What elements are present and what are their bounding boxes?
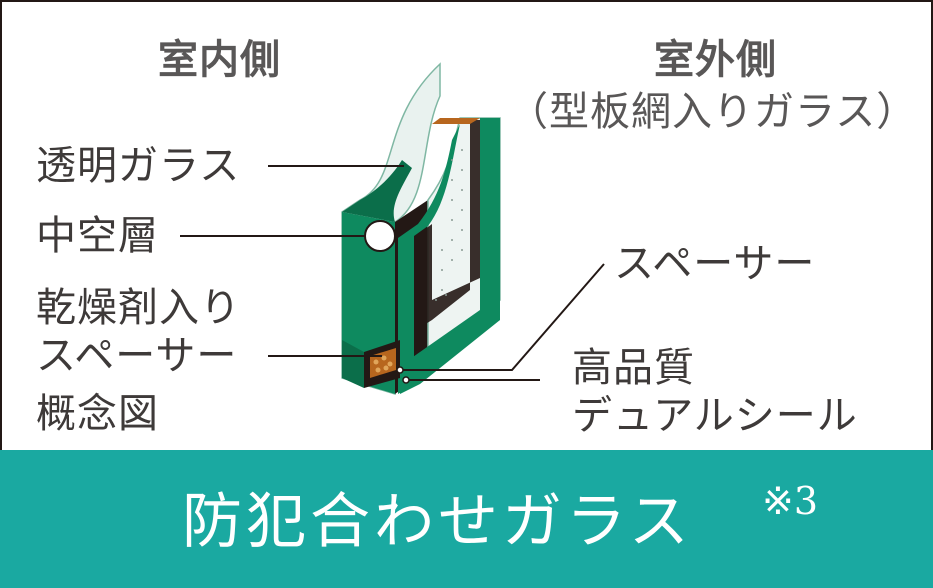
label-desiccant-line1: 乾燥剤入り (36, 285, 241, 331)
label-concept: 概念図 (36, 391, 159, 437)
label-seal-line1: 高品質 (572, 345, 695, 391)
title-banner (0, 450, 933, 588)
label-seal-line2: デュアルシール (572, 393, 858, 439)
frame-border (0, 0, 933, 450)
outer-glass-edge-left (398, 124, 460, 394)
banner-title: 防犯合わせガラス (182, 487, 693, 557)
clear-glass-bottom-edge (342, 340, 364, 388)
leader-spacer (400, 263, 605, 371)
top-spacer-cap (432, 118, 480, 124)
banner-footnote: ※3 (762, 479, 819, 523)
spacer-channel (416, 120, 480, 330)
outer-glass-edge-bottom (400, 310, 500, 394)
outer-glass-edge-right (480, 118, 500, 330)
glass-cross-section-diagram (180, 62, 605, 396)
label-spacer: スペーサー (614, 241, 816, 287)
label-clear-glass: 透明ガラス (36, 143, 241, 189)
clear-glass-pane-edge-top (342, 160, 412, 222)
leader-dot-spacer (396, 366, 404, 374)
outdoor-side-note: （型板網入りガラス） (508, 89, 918, 135)
label-desiccant-line2: スペーサー (36, 333, 238, 379)
hollow-layer-marker (364, 220, 396, 252)
outdoor-side-heading: 室外側 (654, 37, 777, 83)
label-hollow-layer: 中空層 (36, 213, 159, 259)
indoor-side-heading: 室内側 (158, 37, 281, 83)
wire-mesh-pattern (435, 149, 463, 301)
leader-dot-seal (402, 376, 410, 384)
desiccant-granules (373, 355, 393, 373)
